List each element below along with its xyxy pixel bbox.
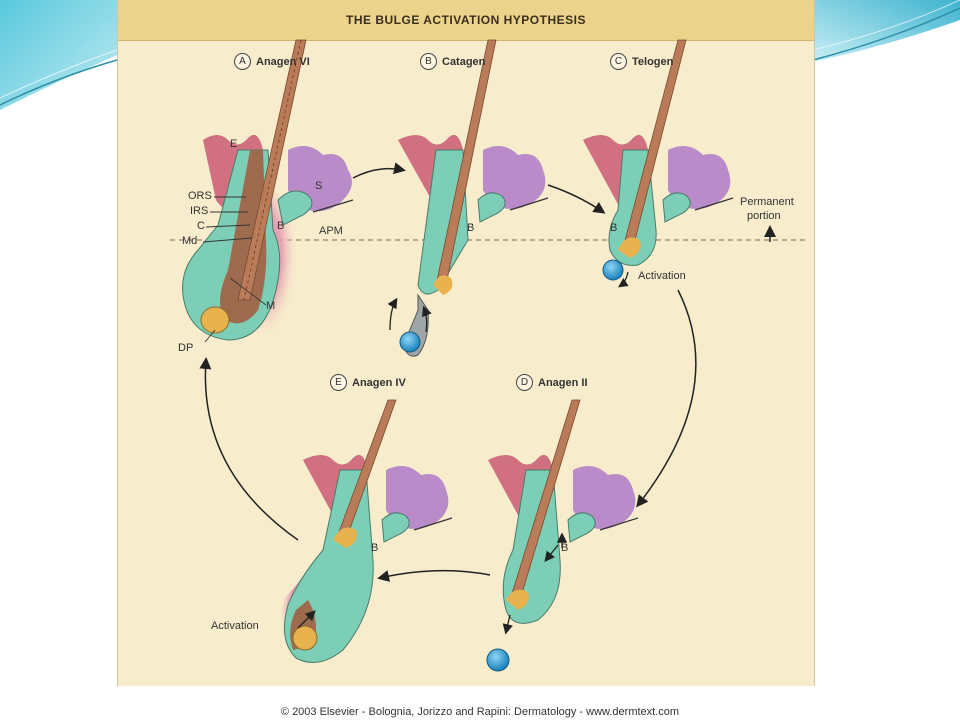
label-matrix: M (266, 300, 276, 312)
panel-letter-b: B (420, 53, 437, 70)
panel-name-e: Anagen IV (352, 376, 406, 389)
panel-label-b: B Catagen (420, 53, 485, 70)
panel-letter-a: A (234, 53, 251, 70)
left-swoosh-decoration (0, 0, 118, 110)
panel-label-d: D Anagen II (516, 374, 588, 391)
label-medulla: Md (182, 235, 198, 247)
follicle-anagen-iv (279, 399, 453, 663)
arrow-e-to-a (199, 357, 299, 541)
label-epidermis: E (230, 138, 238, 150)
label-activation-e: Activation (211, 620, 259, 632)
follicle-catagen (387, 39, 549, 357)
label-dermal-papilla: DP (178, 342, 194, 354)
hair-cycle-figure: THE BULGE ACTIVATION HYPOTHESIS (117, 0, 815, 686)
label-irs: IRS (190, 205, 209, 217)
panel-letter-c: C (610, 53, 627, 70)
arrow-a-to-b (352, 162, 406, 179)
panel-letter-e: E (330, 374, 347, 391)
panel-name-d: Anagen II (538, 376, 588, 389)
leader-lines (202, 196, 267, 343)
label-ors: ORS (188, 190, 212, 202)
label-bulge-a: B (277, 220, 285, 232)
hair-follicle-diagram (170, 39, 808, 672)
label-bulge-c: B (610, 222, 618, 234)
label-sebaceous: S (315, 180, 323, 192)
copyright-caption: © 2003 Elsevier - Bolognia, Jorizzo and … (280, 706, 680, 718)
panel-letter-d: D (516, 374, 533, 391)
panel-label-c: C Telogen (610, 53, 673, 70)
follicle-anagen-vi (182, 39, 354, 341)
label-cuticle: C (197, 220, 205, 232)
right-swoosh-decoration (812, 0, 960, 62)
follicle-anagen-ii (486, 399, 639, 672)
panel-label-e: E Anagen IV (330, 374, 406, 391)
panel-name-a: Anagen VI (256, 55, 310, 68)
arrow-d-to-e (377, 569, 491, 582)
label-bulge-e: B (371, 542, 379, 554)
title-bar: THE BULGE ACTIVATION HYPOTHESIS (118, 0, 814, 41)
arrow-c-to-d (636, 289, 697, 508)
arrow-b-to-c (547, 184, 606, 214)
arrow-activation-c (618, 271, 629, 288)
label-apm: APM (319, 225, 343, 237)
label-activation-c: Activation (638, 270, 686, 282)
label-permanent: Permanent (740, 196, 794, 208)
label-portion: portion (747, 210, 781, 222)
follicle-telogen (583, 39, 776, 281)
panel-label-a: A Anagen VI (234, 53, 310, 70)
label-bulge-b: B (467, 222, 475, 234)
label-bulge-d: B (561, 542, 569, 554)
panel-name-c: Telogen (632, 55, 674, 68)
figure-title: THE BULGE ACTIVATION HYPOTHESIS (346, 13, 586, 27)
panel-name-b: Catagen (442, 55, 486, 68)
